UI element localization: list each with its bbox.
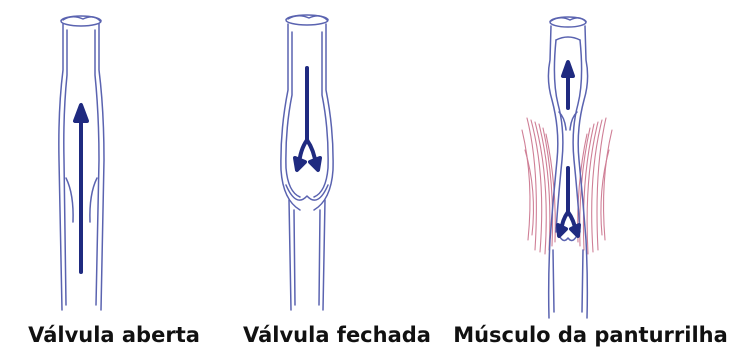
caption-open-valve: Válvula aberta — [0, 318, 228, 352]
calf-muscle-drawing — [522, 17, 612, 318]
caption-closed-valve: Válvula fechada — [226, 318, 448, 352]
blood-flow-arrow-up — [563, 62, 573, 108]
muscle-fibers-right — [578, 118, 612, 254]
vein-tube — [281, 15, 333, 310]
closed-valve-drawing — [281, 15, 333, 310]
blood-flow-arrow — [295, 68, 320, 170]
caption-calf-muscle: Músculo da panturrilha — [446, 318, 735, 352]
blood-flow-arrow — [75, 105, 87, 272]
open-valve-drawing — [59, 16, 104, 310]
